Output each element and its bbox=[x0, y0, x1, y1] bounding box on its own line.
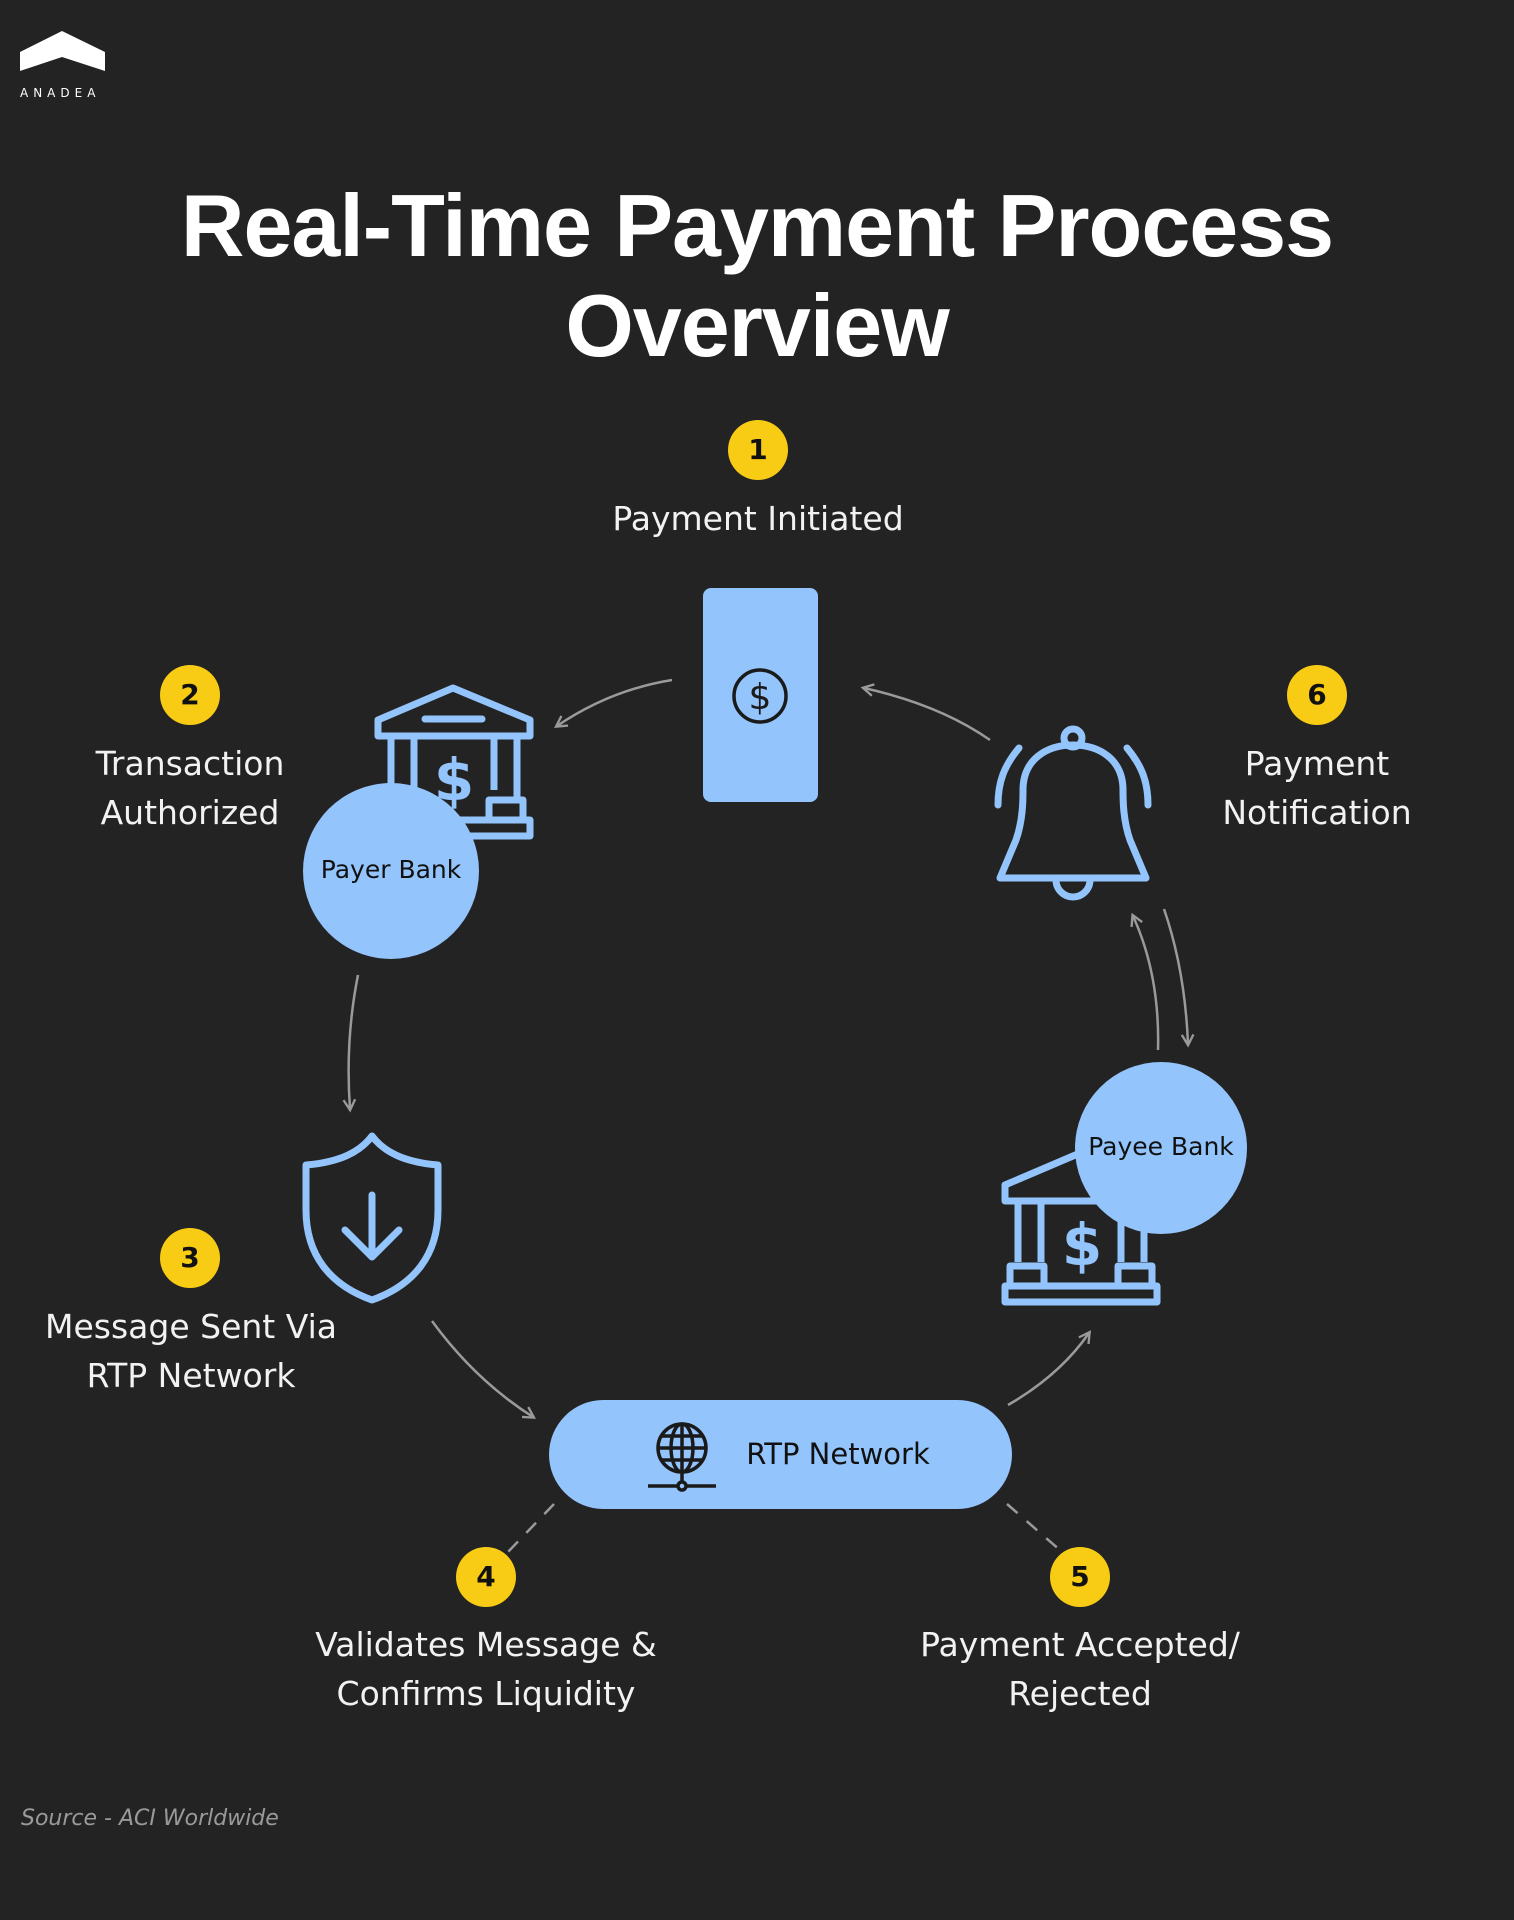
arrow-bell-to-phone bbox=[864, 688, 991, 742]
label-line: Notification bbox=[1222, 793, 1412, 832]
payer-bank-node bbox=[303, 783, 479, 959]
step-badge-1: 1 bbox=[728, 420, 788, 480]
label-line: Payment Accepted/ bbox=[920, 1625, 1240, 1664]
shield-download-icon bbox=[302, 1132, 442, 1304]
payer-bank-label: Payer Bank bbox=[320, 855, 462, 884]
rtp-network-label: RTP Network bbox=[746, 1437, 930, 1471]
step-label-3: Message Sent Via RTP Network bbox=[0, 1302, 401, 1400]
anadea-logo-icon bbox=[20, 31, 105, 71]
globe-network-icon bbox=[648, 1422, 716, 1492]
step-label-2: Transaction Authorized bbox=[0, 739, 400, 837]
title-line-2: Overview bbox=[565, 276, 949, 375]
label-line: Confirms Liquidity bbox=[336, 1674, 636, 1713]
svg-text:$: $ bbox=[749, 677, 772, 718]
arrow-shield-to-rtp bbox=[430, 1320, 533, 1417]
step-badge-4: 4 bbox=[456, 1547, 516, 1607]
dashed-connector-5 bbox=[1006, 1503, 1062, 1552]
label-line: Payment Initiated bbox=[612, 499, 904, 538]
step-label-1: Payment Initiated bbox=[548, 494, 968, 543]
rtp-network-node bbox=[549, 1400, 1012, 1509]
payee-bank-node bbox=[1075, 1062, 1247, 1234]
label-line: Transaction bbox=[95, 744, 285, 783]
label-line: Message Sent Via bbox=[45, 1307, 337, 1346]
step-label-4: Validates Message & Confirms Liquidity bbox=[276, 1620, 696, 1718]
step-label-6: Payment Notification bbox=[1107, 739, 1514, 837]
payee-bank-icon: $ bbox=[1001, 1149, 1161, 1306]
arrow-phone-to-payer bbox=[557, 678, 673, 726]
step-badge-2: 2 bbox=[160, 665, 220, 725]
svg-text:$: $ bbox=[1062, 1211, 1102, 1279]
label-line: RTP Network bbox=[86, 1356, 296, 1395]
brand-name: ANADEA bbox=[20, 86, 101, 100]
step-badge-3: 3 bbox=[160, 1228, 220, 1288]
label-line: Payment bbox=[1244, 744, 1390, 783]
arrow-rtp-to-payee bbox=[1007, 1333, 1089, 1407]
title-line-1: Real-Time Payment Process bbox=[180, 176, 1334, 275]
source-note: Source - ACI Worldwide bbox=[21, 1806, 279, 1831]
label-line: Authorized bbox=[100, 793, 280, 832]
step-label-5: Payment Accepted/ Rejected bbox=[870, 1620, 1290, 1718]
arrow-payer-to-shield bbox=[349, 974, 360, 1109]
step-badge-6: 6 bbox=[1287, 665, 1347, 725]
label-line: Validates Message & bbox=[315, 1625, 657, 1664]
phone-payment-icon: $ bbox=[703, 588, 818, 802]
page-title: Real-Time Payment Process Overview bbox=[0, 176, 1514, 376]
step-badge-5: 5 bbox=[1050, 1547, 1110, 1607]
label-line: Rejected bbox=[1008, 1674, 1152, 1713]
bell-icon bbox=[994, 725, 1152, 901]
arrow-payee-to-bell bbox=[1133, 916, 1160, 1051]
dashed-connector-4 bbox=[506, 1503, 555, 1554]
arrow-bell-to-payee bbox=[1162, 908, 1188, 1044]
payee-bank-label: Payee Bank bbox=[1088, 1132, 1234, 1161]
